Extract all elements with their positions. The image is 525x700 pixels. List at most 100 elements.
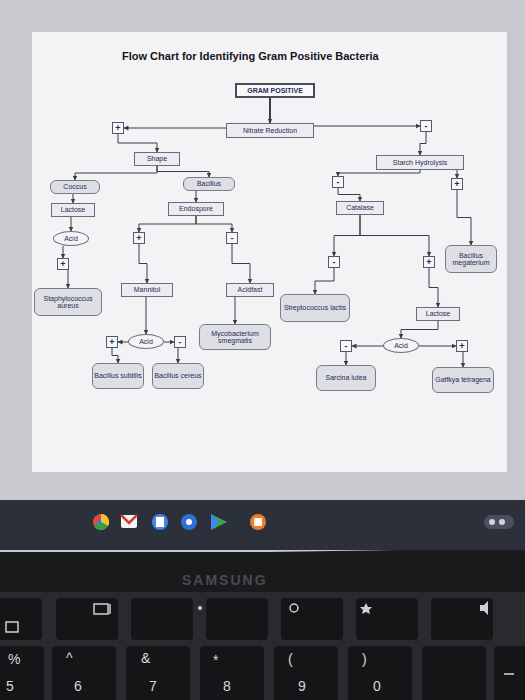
flow-connector (457, 190, 471, 245)
node-text: + (60, 260, 65, 269)
node-text: Starch Hydrolysis (393, 159, 447, 166)
node-text: + (426, 258, 431, 267)
node-text: Mycobacterium smegmatis (200, 330, 270, 345)
result-box: - (226, 232, 238, 244)
node-text: Bacillus megaterium (446, 252, 496, 267)
node-text: + (136, 234, 141, 243)
organism-box: Bacillus subtilis (92, 363, 144, 389)
node-text: - (333, 258, 336, 267)
node-text: Bacillus cereus (154, 372, 201, 379)
flow-connector (73, 194, 74, 203)
acid-oval: Acid (128, 334, 164, 349)
flow-connector (352, 346, 383, 347)
test-box: Endospore (168, 202, 224, 216)
test-box: Shape (134, 152, 180, 166)
organism-box: Coccus (50, 180, 100, 194)
result-box: + (451, 178, 463, 190)
flow-connector (139, 216, 196, 232)
result-box: - (332, 176, 344, 188)
brand-logo: SAMSUNG (182, 572, 268, 588)
node-text: + (115, 124, 120, 133)
node-text: Acid (64, 235, 78, 242)
node-text: Bacillus (197, 180, 221, 187)
node-text: Gaffkya tetragena (435, 376, 491, 383)
test-box: Acidfast (226, 283, 274, 297)
node-text: Sarcina lutea (326, 374, 367, 381)
flow-connector (196, 216, 232, 232)
node-text: Catalase (346, 204, 374, 211)
organism-box: Gaffkya tetragena (432, 367, 494, 393)
flow-connector (360, 215, 429, 256)
result-box: + (133, 232, 145, 244)
flow-connector (235, 297, 236, 324)
acid-oval: Acid (53, 231, 89, 246)
node-text: Endospore (179, 205, 213, 212)
key-legend: & (141, 650, 150, 666)
result-box: - (174, 336, 186, 348)
flow-connector (338, 170, 420, 176)
flow-connector (118, 342, 128, 343)
result-box: + (112, 122, 124, 134)
flow-connector (429, 268, 438, 307)
node-text: Acid (139, 338, 153, 345)
key-legend: ^ (66, 650, 73, 666)
result-box: + (57, 258, 69, 270)
node-text: - (425, 122, 428, 131)
key-legend: ( (288, 651, 293, 667)
flow-connector (157, 166, 209, 177)
organism-box: Bacillus cereus (152, 363, 204, 389)
result-box: - (328, 256, 340, 268)
organism-box: Streptococcus lactis (280, 294, 350, 322)
chart-title: Flow Chart for Identifying Gram Positive… (122, 50, 379, 62)
flow-connector (419, 346, 456, 347)
organism-box: Bacillus (183, 177, 235, 191)
node-text: Lactose (426, 310, 451, 317)
result-box: + (106, 336, 118, 348)
node-text: - (337, 178, 340, 187)
flow-connector (146, 297, 147, 334)
flow-connector (124, 128, 226, 129)
key-legend: * (213, 652, 218, 668)
organism-box: Sarcina lutea (316, 365, 376, 391)
node-text: + (454, 180, 459, 189)
node-text: - (179, 338, 182, 347)
node-text: Coccus (63, 183, 86, 190)
flow-connector (71, 217, 72, 231)
flow-connector (196, 191, 197, 202)
test-box: Lactose (51, 203, 95, 217)
organism-box: Staphylococcus aureus (34, 288, 102, 316)
organism-box: Bacillus megaterium (445, 245, 497, 273)
flow-connector (112, 348, 118, 363)
organism-box: Mycobacterium smegmatis (199, 324, 271, 350)
key-legend: % (8, 651, 20, 667)
result-box: - (340, 340, 352, 352)
key-legend: 9 (298, 678, 306, 694)
flow-connector (420, 132, 426, 155)
flow-connector (68, 270, 69, 288)
test-box: Starch Hydrolysis (376, 155, 464, 170)
flow-connector (346, 352, 347, 365)
key-legend: 5 (6, 678, 14, 694)
test-box: Nitrate Reduction (226, 123, 314, 138)
key-legend: 0 (373, 678, 381, 694)
flow-connector (315, 268, 334, 294)
flow-connector (463, 352, 464, 367)
flow-connector (338, 188, 360, 201)
flow-connector (178, 348, 179, 363)
flow-connector (164, 342, 174, 343)
flow-connector (457, 170, 458, 178)
test-box: Mannitol (121, 283, 173, 297)
node-text: Acidfast (238, 286, 263, 293)
node-text: - (345, 342, 348, 351)
key-legend: 7 (149, 678, 157, 694)
flow-connector (75, 166, 157, 180)
flow-connector (401, 321, 438, 338)
flow-connector (269, 98, 271, 123)
node-text: Streptococcus lactis (284, 304, 346, 311)
result-box: - (420, 120, 432, 132)
node-text: GRAM POSITIVE (247, 87, 303, 94)
node-text: Shape (147, 155, 167, 162)
